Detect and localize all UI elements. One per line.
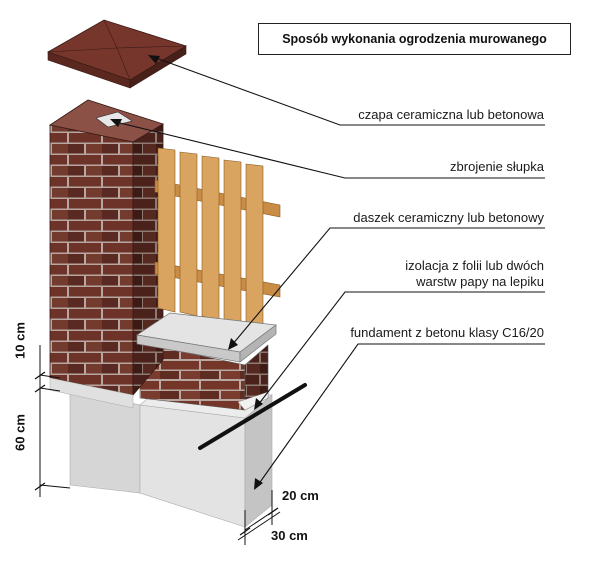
pillar-cap <box>47 19 187 89</box>
label-coping: daszek ceramiczny lub betonowy <box>353 210 544 225</box>
rebar <box>198 383 307 450</box>
low-wall <box>139 342 269 411</box>
label-reinforcement: zbrojenie słupka <box>450 159 544 174</box>
dim-wall-base: 10 cm <box>12 322 28 359</box>
wall-coping <box>136 312 277 363</box>
label-cap: czapa ceramiczna lub betonowa <box>358 107 544 122</box>
leader-lines <box>115 57 545 486</box>
wooden-fence <box>154 147 281 329</box>
diagram-title: Sposób wykonania ogrodzenia murowanego <box>258 23 571 55</box>
foundation <box>69 389 273 528</box>
label-insulation-line2: warstw papy na lepiku <box>416 274 544 289</box>
dimension-ticks <box>34 371 279 536</box>
dim-foundation-height: 60 cm <box>12 414 28 451</box>
dim-wall-width: 20 cm <box>282 488 319 503</box>
dim-foundation-width: 30 cm <box>271 528 308 543</box>
label-insulation-line1: izolacja z folii lub dwóch <box>405 258 544 273</box>
brick-pillar <box>48 99 164 397</box>
arrow-heads <box>110 55 263 490</box>
label-foundation: fundament z betonu klasy C16/20 <box>350 325 544 340</box>
